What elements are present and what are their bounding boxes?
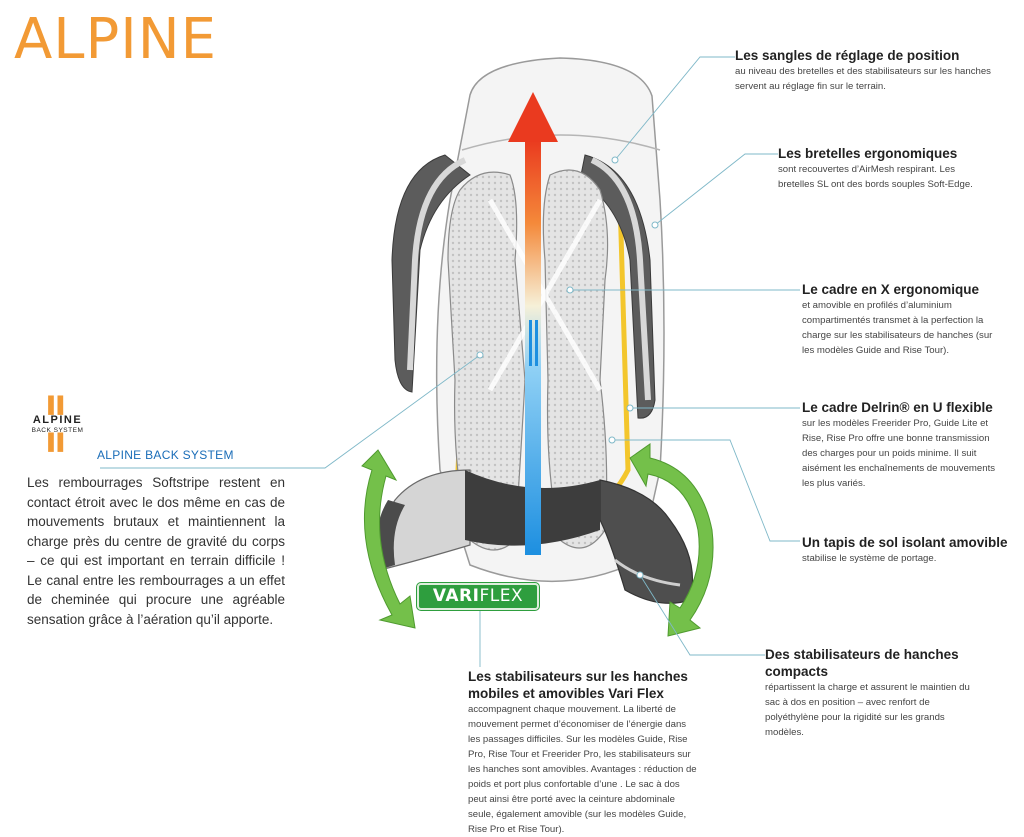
callout-title: Les sangles de réglage de position	[735, 48, 960, 63]
callout-title: Un tapis de sol isolant amovible	[802, 535, 1008, 550]
callout-title: Des stabilisateurs de hanches compacts	[765, 647, 959, 679]
callout-ground-mat: Un tapis de sol isolant amovible stabili…	[802, 534, 1022, 566]
callout-title: Le cadre en X ergonomique	[802, 282, 980, 297]
leader-lines	[100, 56, 800, 667]
logo-bars-top: ▌▌	[48, 397, 69, 414]
callout-adjustment-straps: Les sangles de réglage de position au ni…	[735, 47, 995, 94]
callout-u-frame: Le cadre Delrin® en U flexible sur les m…	[802, 399, 1007, 491]
alpine-back-system-logo: ▌▌ ALPINE BACK SYSTEM ▌▌	[25, 398, 90, 451]
variflex-a: VARI	[432, 586, 480, 606]
callout-text: stabilise le système de portage.	[802, 553, 937, 564]
callout-text: au niveau des bretelles et des stabilisa…	[735, 66, 991, 92]
callout-text: accompagnent chaque mouvement. La libert…	[468, 704, 697, 835]
page-title: ALPINE	[14, 7, 218, 72]
callout-text: sont recouvertes d’AirMesh respirant. Le…	[778, 164, 973, 190]
x-frame	[487, 198, 603, 392]
callout-hip-stabilizers: Des stabilisateurs de hanches compacts r…	[765, 646, 975, 740]
logo-word: ALPINE	[32, 414, 83, 426]
callout-variflex: Les stabilisateurs sur les hanches mobil…	[468, 668, 698, 837]
callout-text: sur les modèles Freerider Pro, Guide Lit…	[802, 418, 996, 489]
logo-bars-bottom: ▌▌	[48, 434, 69, 451]
logo-sub: BACK SYSTEM	[31, 427, 84, 434]
flex-arrow-right	[629, 443, 714, 637]
callout-title: Les bretelles ergonomiques	[778, 146, 958, 161]
callout-text: répartissent la charge et assurent le ma…	[765, 682, 970, 738]
callout-text: et amovible en profilés d’aluminium comp…	[802, 300, 993, 356]
flex-arrow-left	[361, 449, 416, 629]
callout-x-frame: Le cadre en X ergonomique et amovible en…	[802, 281, 1002, 358]
ventilation-arrow	[508, 92, 558, 555]
back-system-label: ALPINE BACK SYSTEM	[97, 448, 234, 462]
variflex-b: FLEX	[479, 586, 524, 606]
variflex-badge: VARIFLEX	[417, 583, 539, 610]
back-system-text: Les rembourrages Softstripe restent en c…	[27, 475, 285, 627]
callout-title: Les stabilisateurs sur les hanches mobil…	[468, 669, 688, 701]
callout-title: Le cadre Delrin® en U flexible	[802, 400, 993, 415]
callout-shoulder-straps: Les bretelles ergonomiques sont recouver…	[778, 145, 978, 192]
